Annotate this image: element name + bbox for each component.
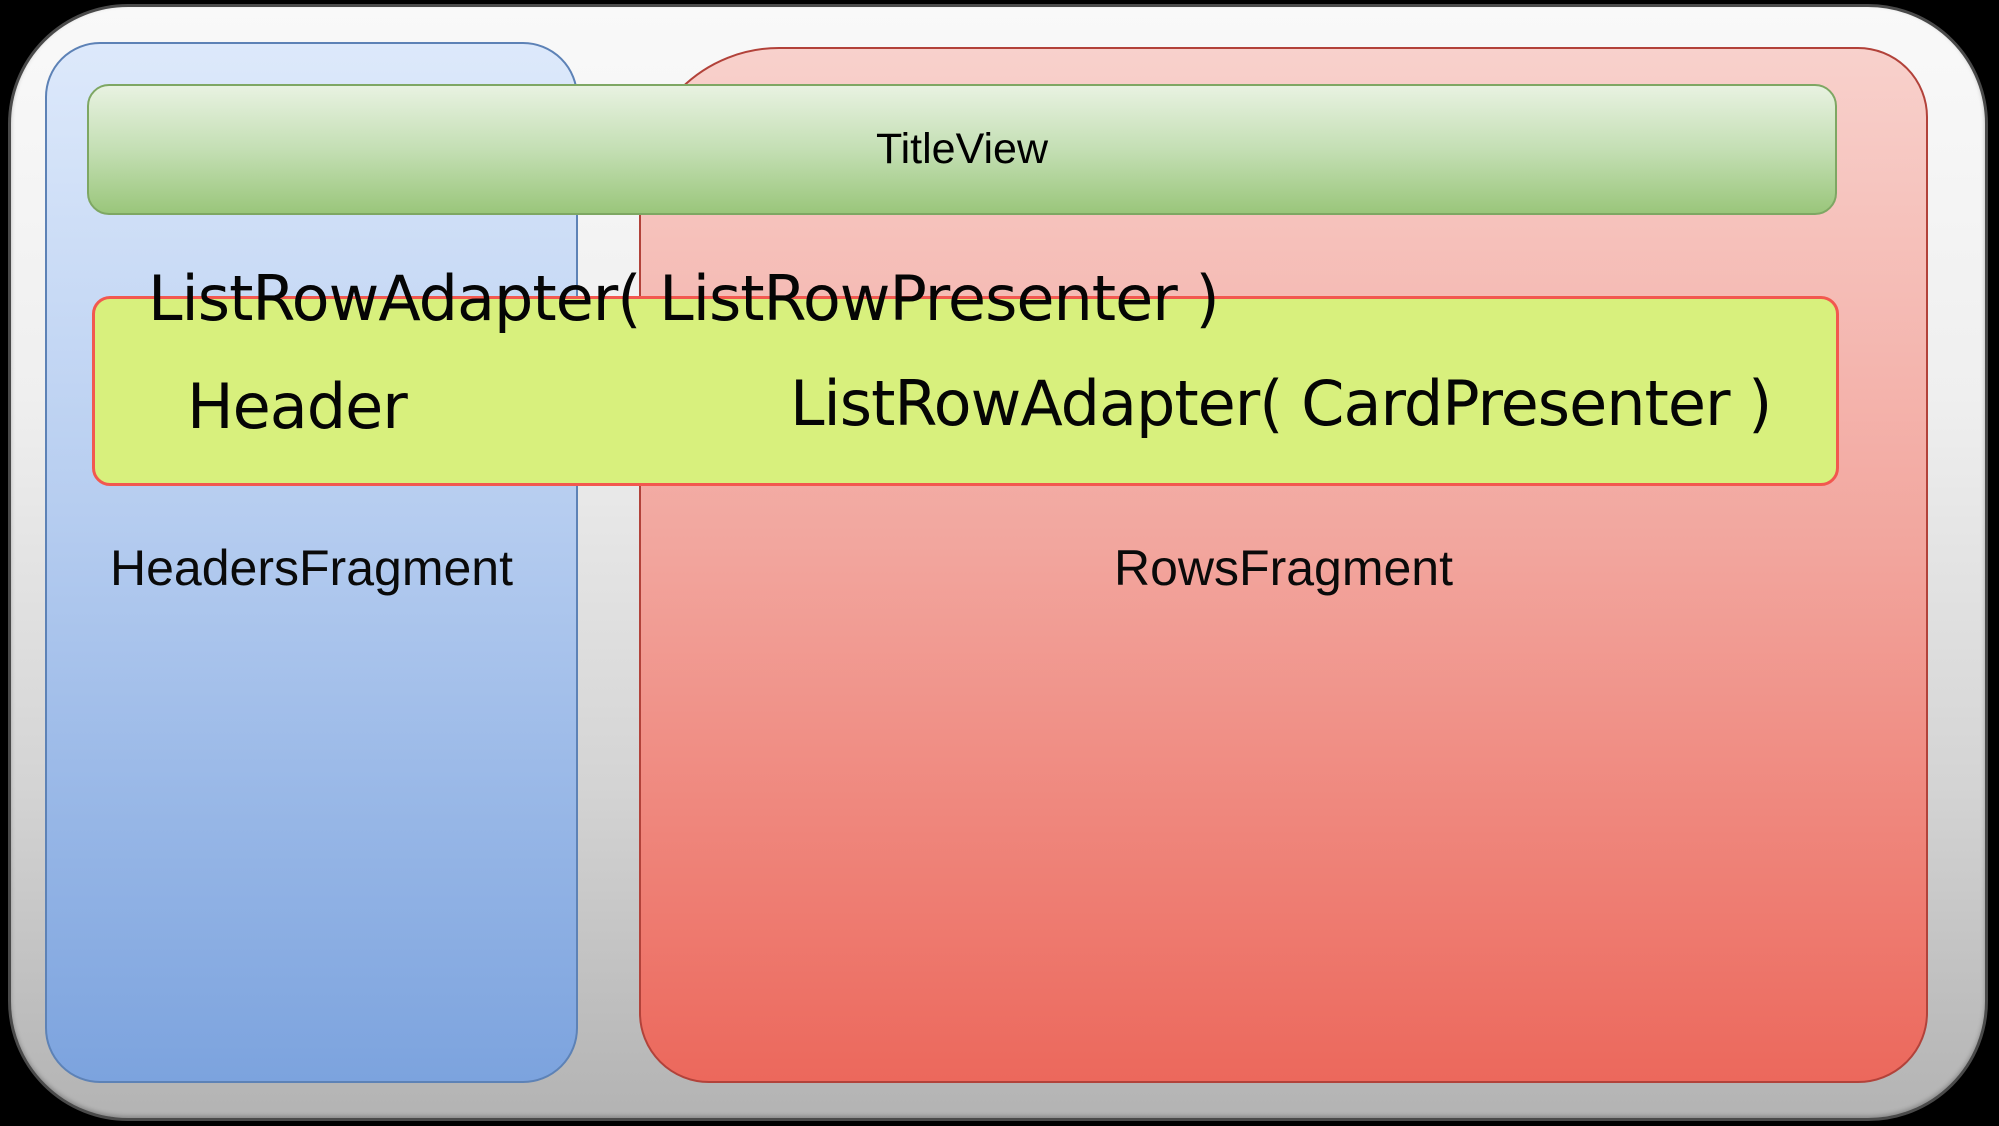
card-presenter-text: ListRowAdapter( CardPresenter ) <box>790 367 1772 440</box>
list-row-adapter-bar <box>92 296 1839 486</box>
headers-fragment-box <box>45 42 578 1083</box>
headers-fragment-label: HeadersFragment <box>110 540 513 596</box>
list-row-presenter-text: ListRowAdapter( ListRowPresenter ) <box>148 262 1220 335</box>
header-text: Header <box>187 370 408 443</box>
rows-fragment-box <box>639 47 1928 1083</box>
title-view-label: TitleView <box>875 125 1049 173</box>
rows-fragment-label: RowsFragment <box>1114 540 1453 596</box>
title-view-bar: TitleView <box>87 84 1837 215</box>
